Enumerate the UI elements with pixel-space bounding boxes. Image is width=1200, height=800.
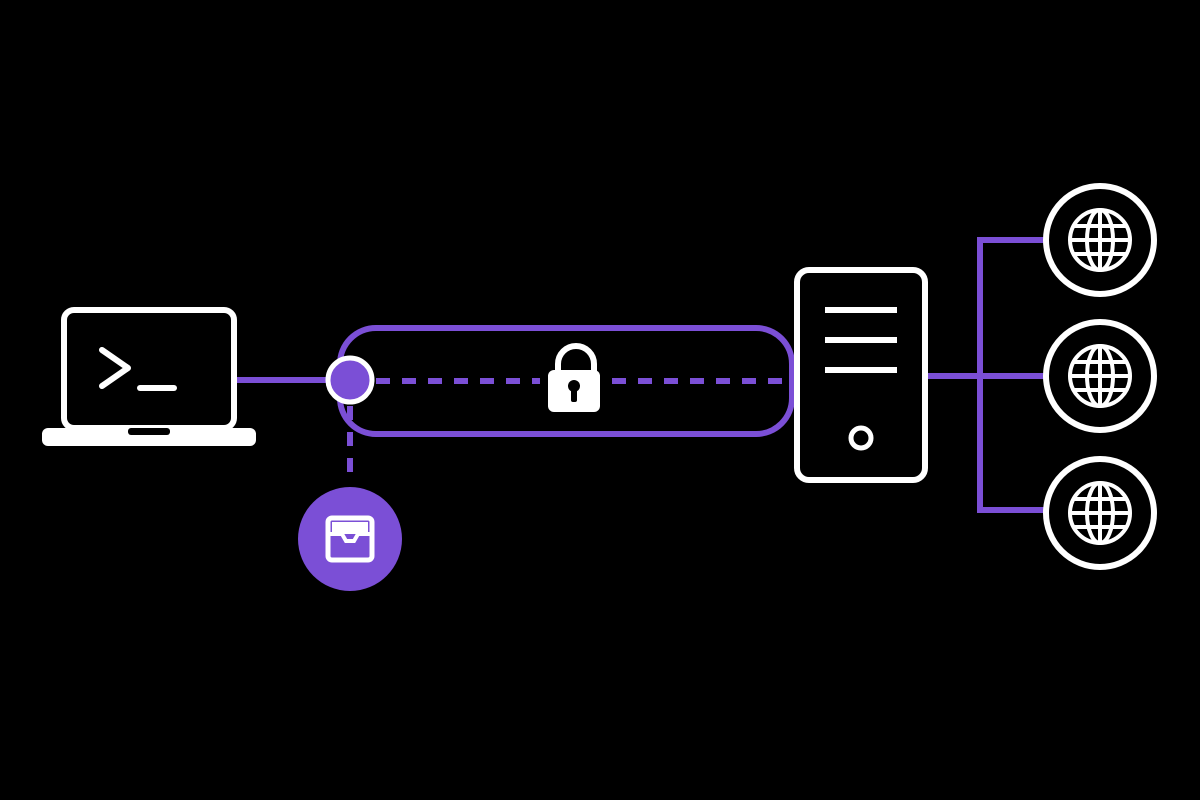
laptop-notch <box>128 428 170 435</box>
inbox-icon <box>325 515 375 563</box>
destination-globe-3 <box>1043 456 1157 570</box>
globe-icon <box>1068 344 1132 408</box>
terminal-icon <box>99 347 177 391</box>
globe-icon <box>1068 481 1132 545</box>
tunnel-endpoint <box>325 355 375 405</box>
destination-globe-1 <box>1043 183 1157 297</box>
globe-icon <box>1068 208 1132 272</box>
server <box>794 267 928 483</box>
laptop-client <box>42 307 256 446</box>
lock-icon <box>548 343 600 412</box>
inspection-node <box>298 487 402 591</box>
laptop-screen <box>61 307 237 431</box>
destination-globe-2 <box>1043 319 1157 433</box>
server-icon <box>794 267 928 483</box>
server-power-indicator <box>848 425 874 451</box>
laptop-base <box>42 428 256 446</box>
